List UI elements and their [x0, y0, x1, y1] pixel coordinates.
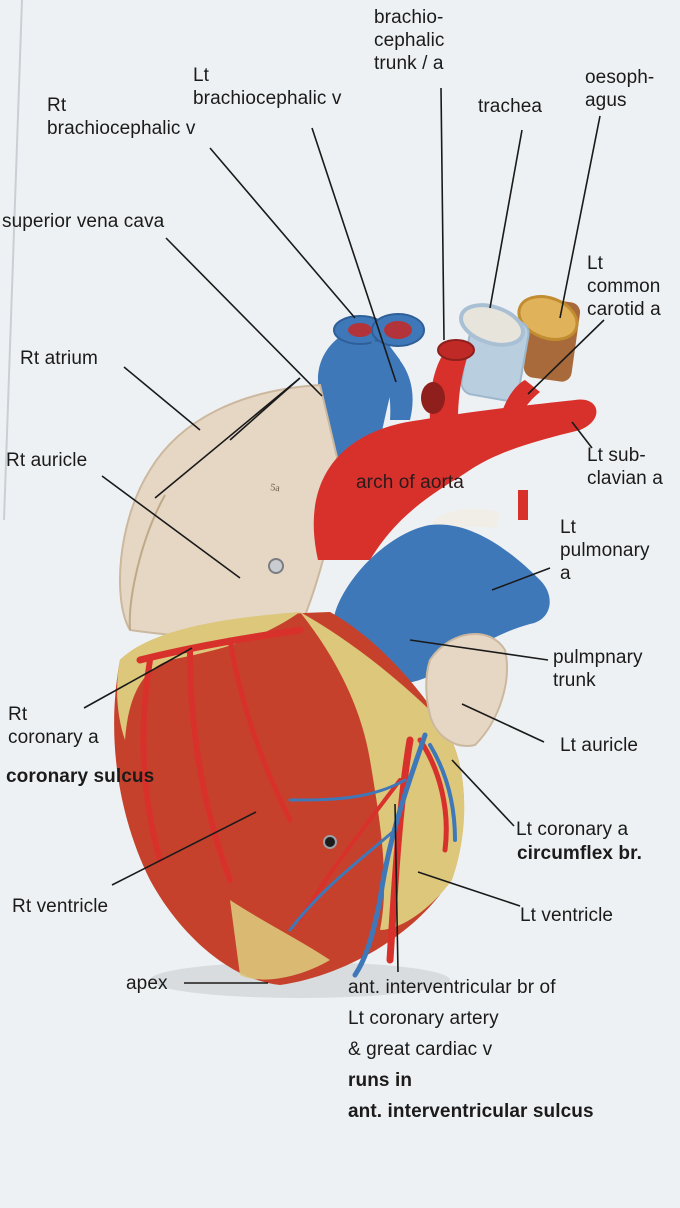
- left-auricle-model: [425, 633, 508, 747]
- label-lt-subclavian: Lt sub- clavian a: [587, 445, 663, 489]
- label-lt-pulmonary: Lt pulmonary a: [560, 517, 650, 584]
- label-runs-in: runs in ant. interventricular sulcus: [348, 1070, 594, 1122]
- pulmonary-trunk-model: [333, 524, 550, 684]
- label-rt-coronary: Rt coronary a: [8, 704, 99, 748]
- label-apex: apex: [126, 973, 168, 994]
- label-rt-atrium: Rt atrium: [20, 348, 98, 369]
- label-lt-auricle: Lt auricle: [560, 735, 639, 756]
- label-lt-coronary: Lt coronary a: [516, 819, 629, 840]
- label-lt-ventricle: Lt ventricle: [520, 905, 614, 926]
- label-oesophagus: oesoph- agus: [585, 67, 655, 111]
- label-ant-interventricular: ant. interventricular br of Lt coronary …: [348, 977, 556, 1060]
- label-rt-auricle: Rt auricle: [6, 450, 88, 471]
- label-pulmonary-trunk: pulmpnary trunk: [553, 647, 643, 691]
- label-lt-brachiocephalic-v: Lt brachiocephalic v: [193, 65, 342, 109]
- label-coronary-sulcus: coronary sulcus: [6, 766, 155, 787]
- label-rt-brachiocephalic-v: Rt brachiocephalic v: [47, 95, 196, 139]
- label-arch-of-aorta: arch of aorta: [356, 472, 464, 493]
- leader-lines: [83, 87, 605, 984]
- label-circumflex: circumflex br.: [517, 843, 642, 864]
- model-pin: [323, 835, 337, 849]
- label-rt-ventricle: Rt ventricle: [12, 896, 109, 917]
- coronary-vessels: [136, 626, 457, 978]
- rt-atrium-mark: 5a: [270, 482, 281, 494]
- oesophagus-model: [517, 295, 581, 382]
- label-superior-vena-cava: superior vena cava: [2, 211, 165, 232]
- label-brachiocephalic-trunk: brachio- cephalic trunk / a: [374, 7, 445, 74]
- label-lt-common-carotid: Lt common carotid a: [587, 253, 661, 320]
- trachea-model: [459, 303, 530, 402]
- label-trachea: trachea: [478, 96, 543, 117]
